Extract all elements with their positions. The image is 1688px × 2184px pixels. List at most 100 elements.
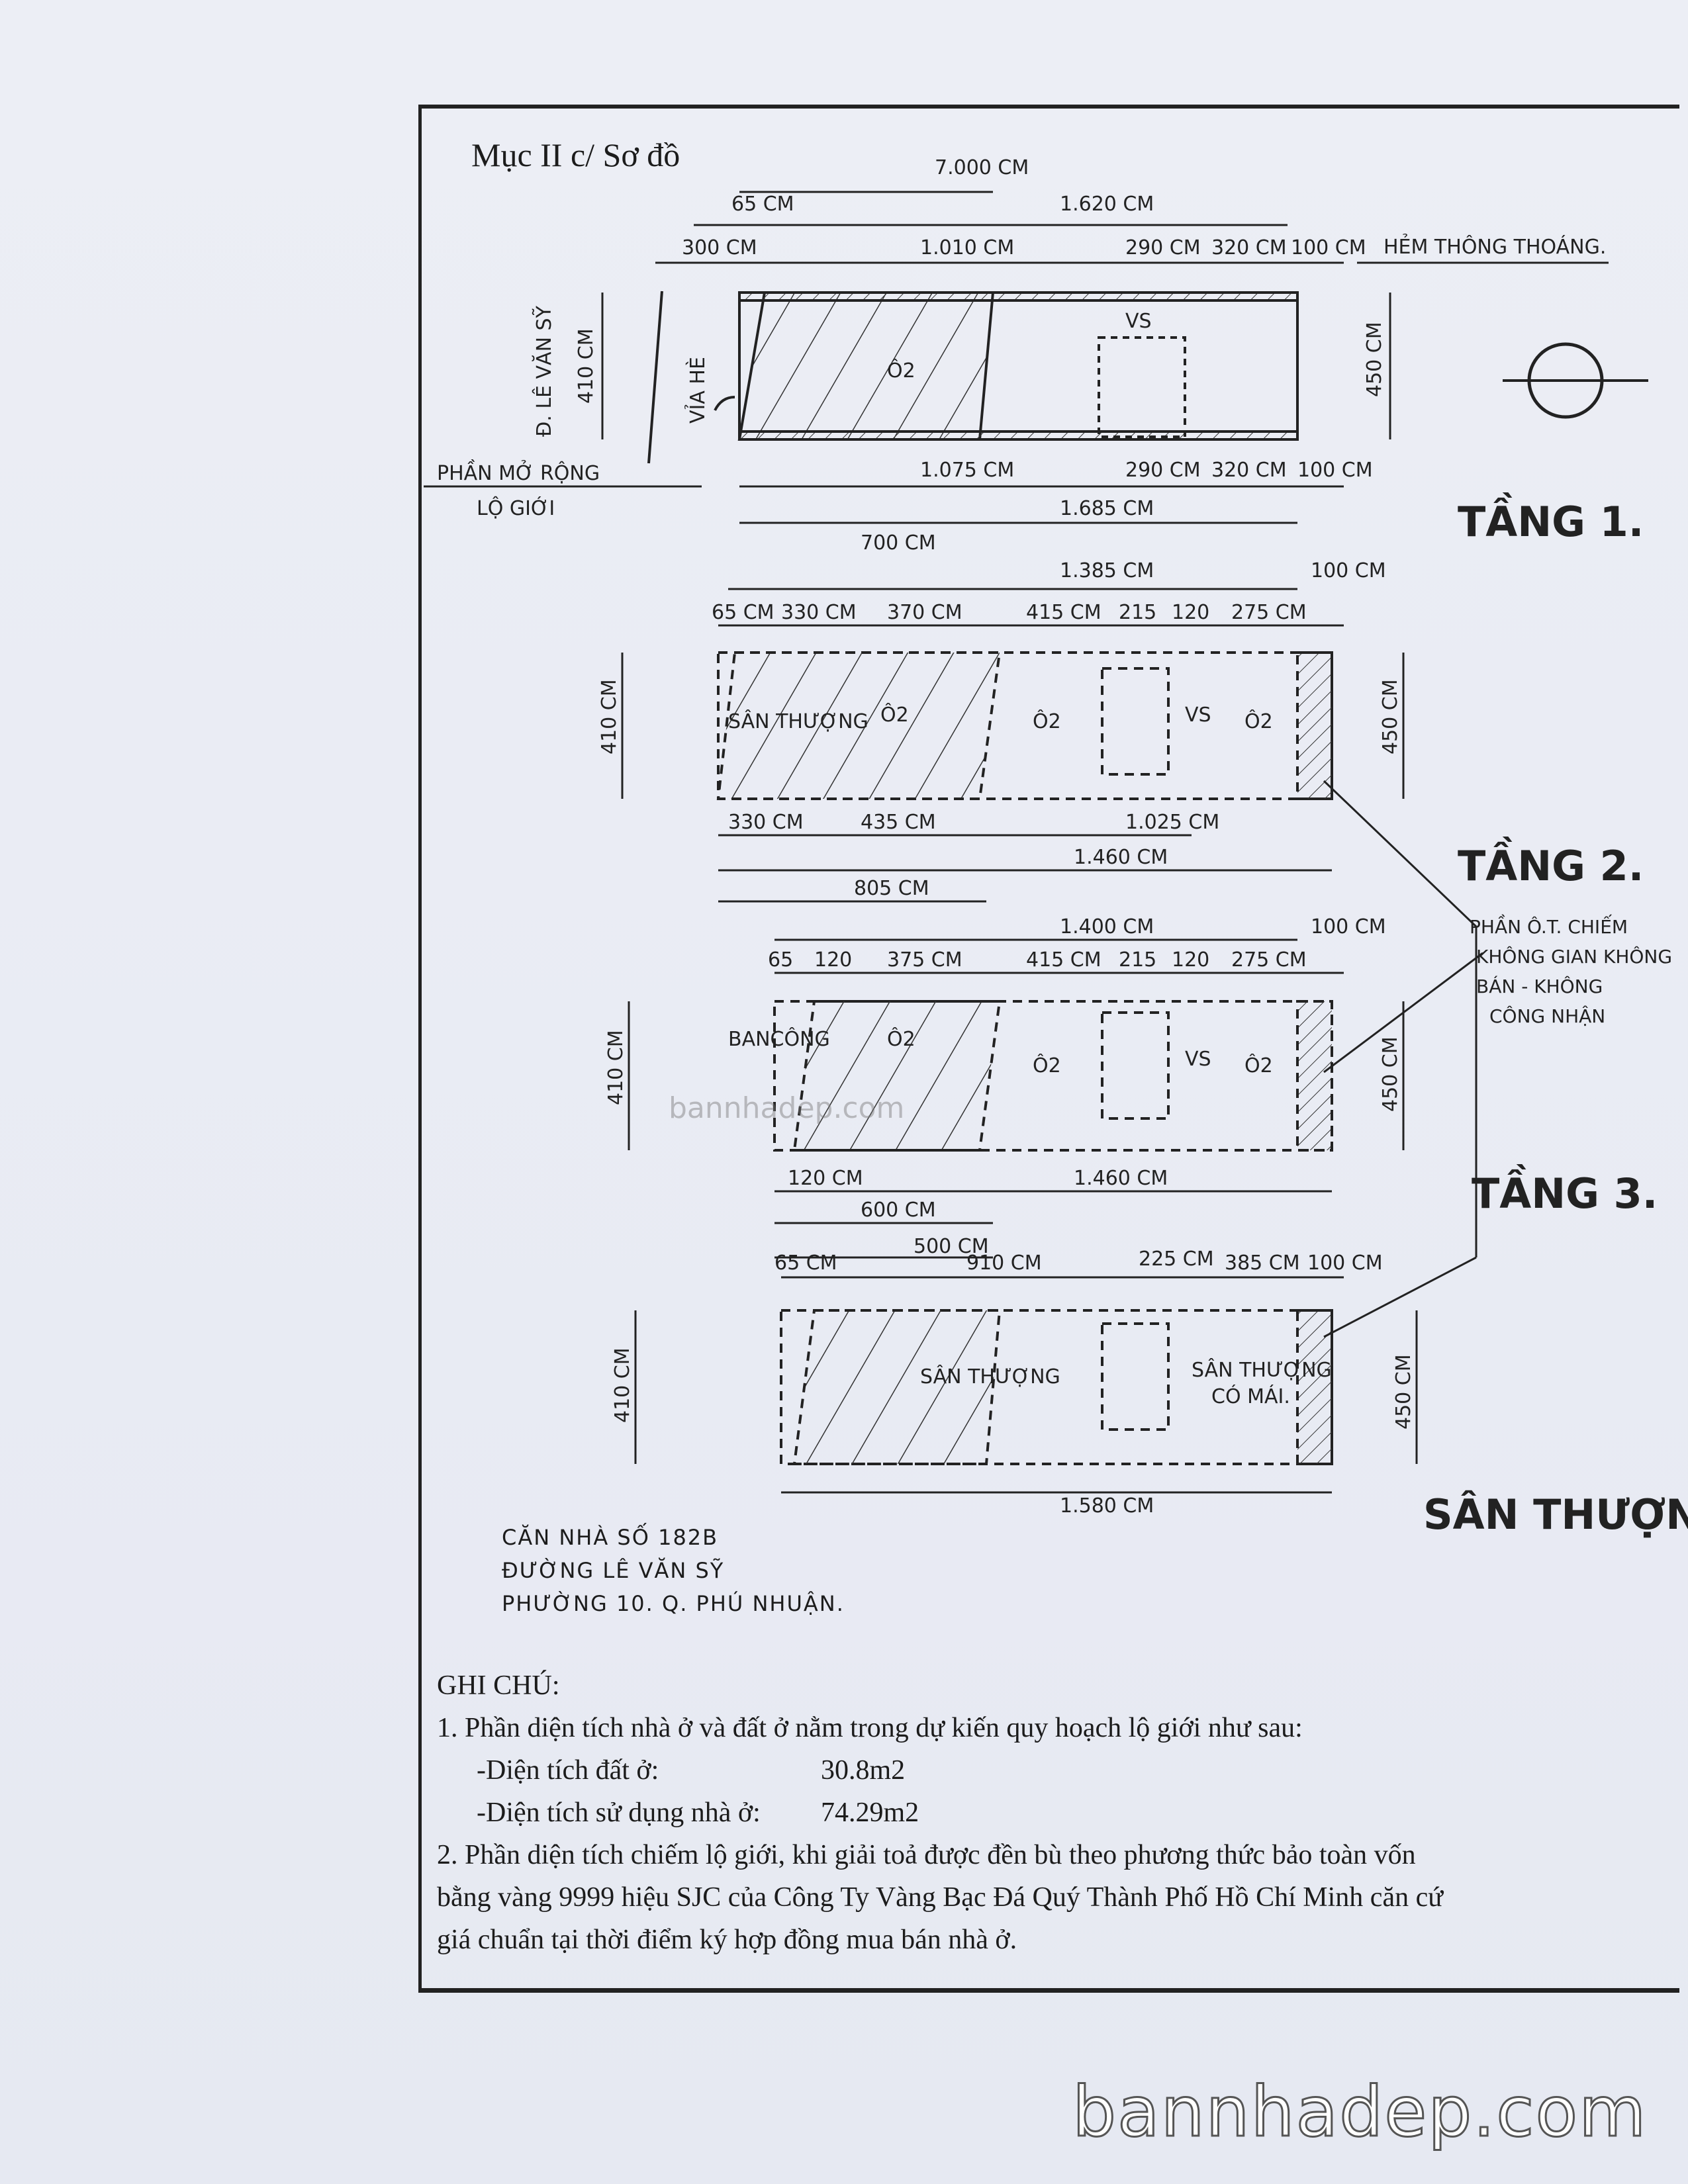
dimension-label: 120 CM (788, 1167, 863, 1190)
dimension-label: 1.685 CM (1060, 497, 1154, 520)
height-label: 410 CM (611, 1347, 634, 1423)
dimension-label: 1.385 CM (1060, 559, 1154, 582)
address-line: CĂN NHÀ SỐ 182B (502, 1525, 719, 1550)
height-label: 450 CM (1379, 679, 1402, 754)
watermark: bannhadep.com (1071, 2071, 1648, 2154)
dimension-label: 100 CM (1291, 236, 1366, 259)
dimension-label: 435 CM (861, 811, 936, 834)
dimension-label: 225 CM (1139, 1248, 1214, 1271)
room-label: SÂN THƯỢNG (728, 709, 868, 733)
dimension-label: 910 CM (966, 1251, 1042, 1275)
height-label: 410 CM (604, 1030, 628, 1105)
room-label: Ô2 (880, 702, 909, 727)
sidewalk-label: VỈA HÈ (684, 357, 710, 424)
height-label: 410 CM (575, 328, 598, 404)
dimension-label: 100 CM (1297, 459, 1373, 482)
dimension-label: 65 CM (731, 193, 794, 216)
document-frame (418, 105, 1679, 1993)
dimension-label: 275 CM (1231, 948, 1307, 972)
room-label: Ô2 (1033, 709, 1061, 733)
height-label: 450 CM (1379, 1036, 1402, 1112)
room-label: Ô2 (1244, 1053, 1273, 1077)
dimension-label: 65 (768, 948, 793, 972)
use-area-row: -Diện tích sử dụng nhà ở: 74.29m2 (437, 1792, 1662, 1834)
expansion-label: LỘ GIỚI (477, 496, 555, 520)
room-label: CÓ MÁI. (1211, 1384, 1290, 1408)
room-label: Ô2 (887, 1026, 915, 1051)
dimension-label: 1.460 CM (1074, 1167, 1168, 1190)
dimension-label: 1.460 CM (1074, 846, 1168, 869)
dimension-label: 7.000 CM (935, 156, 1029, 179)
dimension-label: 1.620 CM (1060, 193, 1154, 216)
address-line: PHƯỜNG 10. Q. PHÚ NHUẬN. (502, 1591, 845, 1616)
dimension-label: 320 CM (1211, 459, 1287, 482)
dimension-label: 375 CM (887, 948, 962, 972)
dimension-label: 120 (814, 948, 852, 972)
dimension-label: 320 CM (1211, 236, 1287, 259)
dimension-label: 330 CM (728, 811, 804, 834)
dimension-label: 300 CM (682, 236, 757, 259)
note-item-2-line: bằng vàng 9999 hiệu SJC của Công Ty Vàng… (437, 1882, 1443, 1913)
room-label: BANCÔNG (728, 1026, 830, 1051)
dimension-label: 415 CM (1026, 948, 1102, 972)
height-label: 410 CM (598, 679, 621, 754)
height-label: 450 CM (1392, 1354, 1415, 1430)
dimension-label: 275 CM (1231, 601, 1307, 624)
expansion-label: PHẦN MỞ RỘNG (437, 459, 600, 485)
roof-title: SÂN THƯỢNG (1423, 1490, 1688, 1539)
room-label: Ô2 (887, 358, 915, 383)
dimension-label: 700 CM (861, 531, 936, 555)
annotation-line: CÔNG NHẬN (1489, 1005, 1605, 1027)
dimension-label: 415 CM (1026, 601, 1102, 624)
dimension-label: 215 (1119, 601, 1156, 624)
dimension-label: 330 CM (781, 601, 857, 624)
address-line: ĐƯỜNG LÊ VĂN SỸ (502, 1558, 725, 1583)
dimension-label: 1.580 CM (1060, 1494, 1154, 1518)
dimension-label: 370 CM (887, 601, 962, 624)
section-title: Mục II c/ Sơ đồ (471, 136, 680, 173)
dimension-label: 120 (1172, 601, 1209, 624)
dimension-label: 65 CM (774, 1251, 837, 1275)
land-area-row: -Diện tích đất ở: 30.8m2 (437, 1749, 1662, 1792)
dimension-label: 120 (1172, 948, 1209, 972)
dimension-label: 1.025 CM (1125, 811, 1219, 834)
dimension-label: 385 CM (1225, 1251, 1300, 1275)
dimension-label: 100 CM (1311, 915, 1386, 938)
note-item-2-line: giá chuẩn tại thời điểm ký hợp đồng mua … (437, 1925, 1017, 1955)
notes-heading: GHI CHÚ: (437, 1670, 560, 1701)
annotation-line: KHÔNG GIAN KHÔNG (1476, 945, 1672, 968)
annotation-line: BÁN - KHÔNG (1476, 975, 1603, 997)
room-label: Ô2 (1244, 709, 1273, 733)
land-area-label: -Diện tích đất ở: (477, 1755, 659, 1786)
street-label: Đ. LÊ VĂN SỸ (532, 305, 556, 437)
use-area-label: -Diện tích sử dụng nhà ở: (477, 1797, 761, 1828)
floor-2-title: TẦNG 2. (1458, 837, 1644, 890)
dimension-label: 600 CM (861, 1199, 936, 1222)
room-label: VS (1125, 310, 1152, 333)
use-area-value: 74.29m2 (821, 1797, 919, 1828)
land-area-value: 30.8m2 (821, 1755, 906, 1786)
note-item-2-line: 2. Phần diện tích chiếm lộ giới, khi giả… (437, 1840, 1416, 1870)
room-label: SÂN THƯỢNG (1192, 1358, 1332, 1382)
room-label: VS (1185, 1048, 1211, 1071)
floor-3-title: TẦNG 3. (1472, 1164, 1658, 1218)
dimension-label: 805 CM (854, 877, 929, 900)
dimension-label: 1.400 CM (1060, 915, 1154, 938)
floor-1-plan (424, 191, 1648, 524)
floor-2-plan (716, 651, 1333, 800)
dimension-label: 215 (1119, 948, 1156, 972)
watermark-small: bannhadep.com (669, 1091, 905, 1125)
room-label: Ô2 (1033, 1053, 1061, 1077)
height-label: 450 CM (1363, 322, 1386, 397)
room-label: SÂN THƯỢNG (920, 1365, 1060, 1388)
floor-1-title: TẦNG 1. (1458, 492, 1644, 546)
alley-label: HẺM THÔNG THOÁNG. (1383, 233, 1606, 259)
note-item-1: 1. Phần diện tích nhà ở và đất ở nằm tro… (437, 1713, 1303, 1743)
dimension-label: 100 CM (1307, 1251, 1383, 1275)
address-block: CĂN NHÀ SỐ 182B ĐƯỜNG LÊ VĂN SỸ PHƯỜNG 1… (502, 1521, 845, 1620)
dimension-label: 65 CM (712, 601, 774, 624)
dimension-label: 290 CM (1125, 236, 1201, 259)
dimension-label: 290 CM (1125, 459, 1201, 482)
room-label: VS (1185, 704, 1211, 727)
